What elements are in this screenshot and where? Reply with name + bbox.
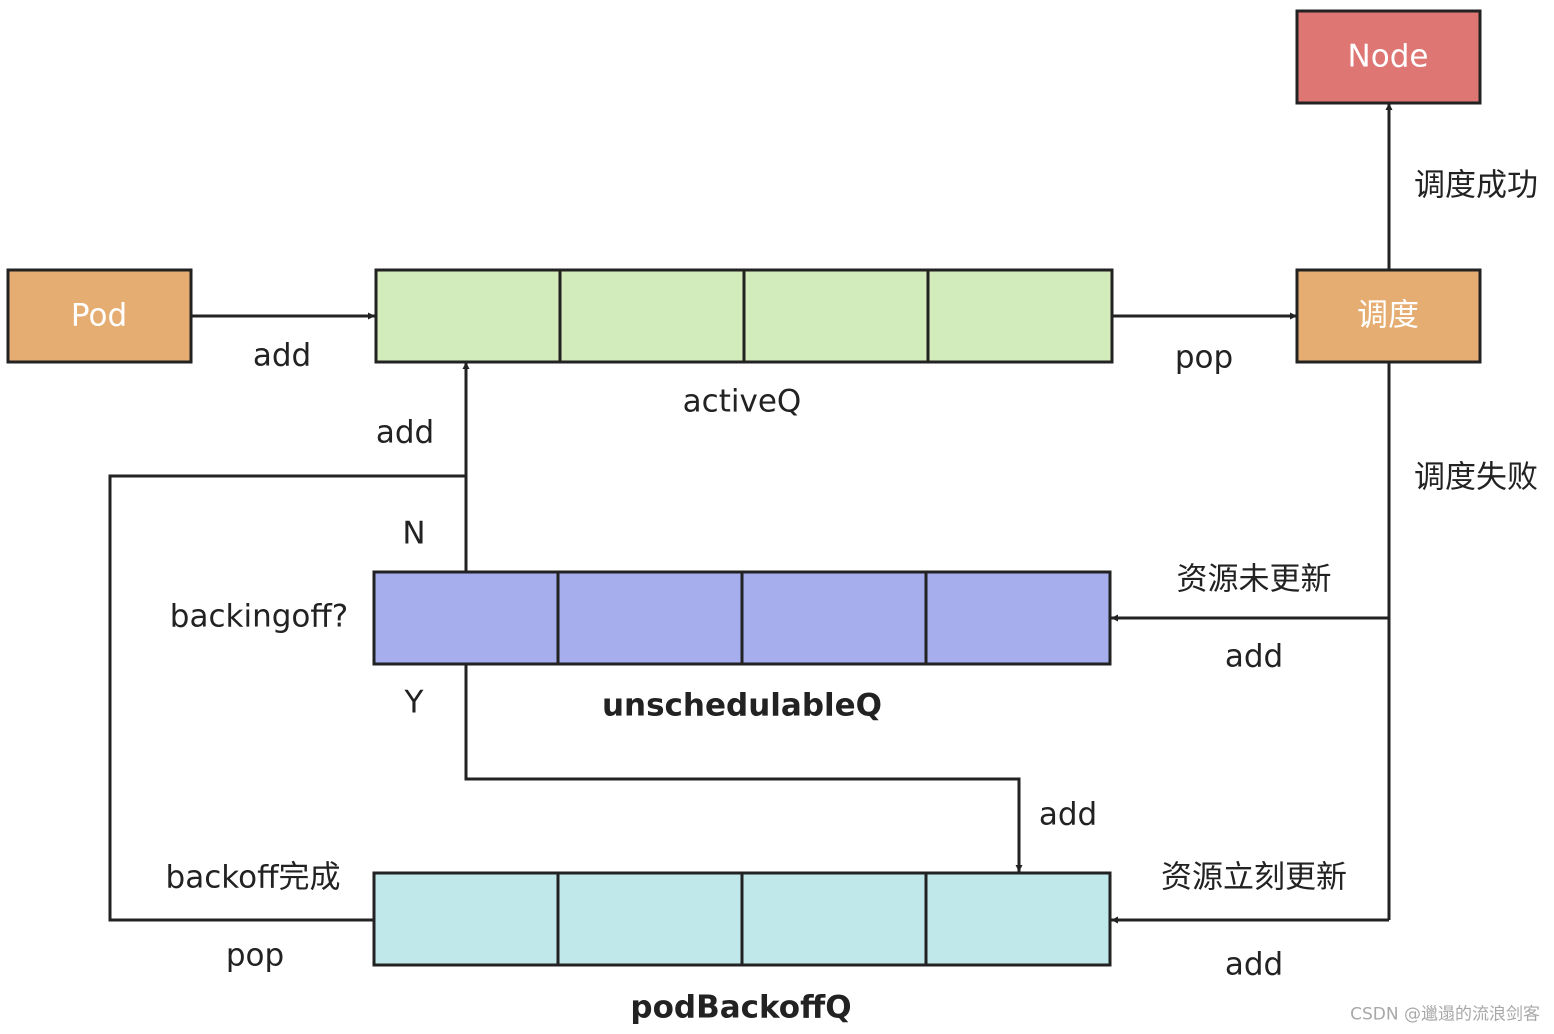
pod-label: Pod <box>70 297 128 334</box>
podbackoffq-queue <box>372 871 1112 967</box>
edge-label-active-pop: pop <box>1174 339 1234 376</box>
queue-cell <box>374 268 562 364</box>
branch-no-label: N <box>402 515 426 552</box>
podbackoffq-label: podBackoffQ <box>630 989 852 1026</box>
pod-box <box>6 268 193 364</box>
queue-cell <box>740 871 928 967</box>
unschedulableq-label: unschedulableQ <box>601 687 883 724</box>
queue-cell <box>556 570 744 666</box>
edge-label-resource-updated-now: 资源立刻更新 <box>1161 859 1347 896</box>
queue-cell <box>742 268 930 364</box>
connectors <box>108 103 1393 924</box>
queue-cell <box>556 871 744 967</box>
queue-cell <box>926 268 1114 364</box>
edge-label-schedule-success: 调度成功 <box>1414 167 1538 204</box>
activeq-label: activeQ <box>682 383 802 420</box>
edge-label-backoff-pop: pop <box>225 937 285 974</box>
queue-cell <box>558 268 746 364</box>
schedule-label: 调度 <box>1357 297 1419 334</box>
backingoff-check-label: backingoff? <box>169 598 349 635</box>
queue-cell <box>740 570 928 666</box>
schedule-box <box>1295 268 1482 364</box>
edge-label-schedule-backoff-add: add <box>1224 946 1284 983</box>
edge-unschedulable-to-podbackoffq <box>464 664 1023 872</box>
node-box <box>1295 9 1482 105</box>
queue-cell <box>372 871 560 967</box>
edge-podbackoffq-to-activeq <box>108 474 466 922</box>
edge-label-unsched-add: add <box>1224 638 1284 675</box>
edge-label-pod-add: add <box>252 337 312 374</box>
queue-cell <box>924 871 1112 967</box>
branch-yes-label: Y <box>404 684 424 721</box>
queue-cell <box>372 570 560 666</box>
edge-label-active-add: add <box>375 414 435 451</box>
activeq-queue <box>374 268 1114 364</box>
queue-cell <box>924 570 1112 666</box>
edge-label-backoff-add: add <box>1038 796 1098 833</box>
watermark: CSDN @邋遢的流浪剑客 <box>1350 1004 1540 1025</box>
unschedulableq-queue <box>372 570 1112 666</box>
edge-label-backoff-done: backoff完成 <box>165 859 341 896</box>
node-label: Node <box>1347 38 1429 75</box>
edge-label-resource-not-updated: 资源未更新 <box>1176 561 1332 598</box>
edge-label-schedule-fail: 调度失败 <box>1414 459 1538 496</box>
